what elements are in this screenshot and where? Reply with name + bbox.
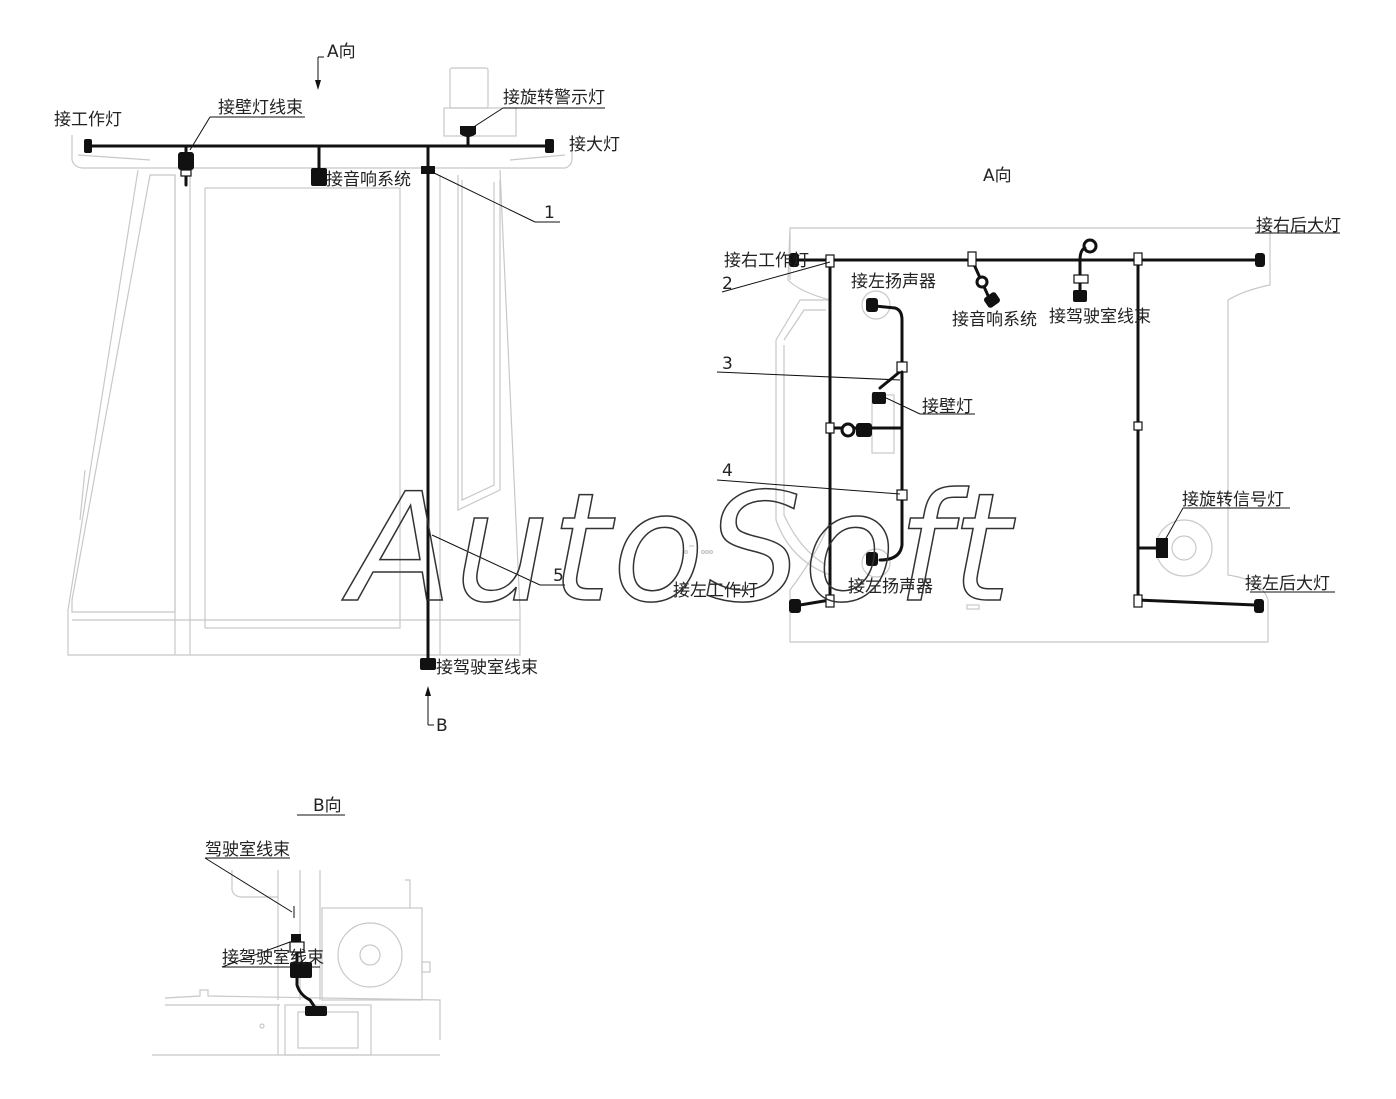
right-rear-headlamp-connector <box>1255 253 1265 267</box>
a-arrow-label: A向 <box>327 42 356 62</box>
audio-system-label-a: 接音响系统 <box>952 310 1037 330</box>
headlamp-label: 接大灯 <box>569 135 620 155</box>
work-lamp-connector <box>84 139 92 153</box>
rotary-signal-lamp-connector <box>1156 538 1168 558</box>
wall-lamp-harness-label: 接壁灯线束 <box>218 98 303 118</box>
left-work-lamp-label: 接左工作灯 <box>673 581 758 601</box>
b-view-harness <box>204 814 345 1016</box>
callout-2: 2 <box>722 274 733 294</box>
left-view-outline <box>67 67 573 656</box>
b-view-title: B向 <box>313 796 342 816</box>
audio-system-label: 接音响系统 <box>326 170 411 190</box>
arrow-a <box>315 56 324 90</box>
b-view-outline <box>152 870 441 1056</box>
cab-harness-connector-b <box>290 962 312 978</box>
b-arrow-label: B <box>436 716 448 736</box>
right-work-lamp-label: 接右工作灯 <box>724 251 809 271</box>
left-speaker-top-connector <box>866 298 878 312</box>
cab-harness-label: 接驾驶室线束 <box>436 658 538 678</box>
watermark: AutoSoft <box>342 462 1016 636</box>
callout-3: 3 <box>722 354 733 374</box>
arrow-b <box>425 686 434 726</box>
b-cab-harness-label: 驾驶室线束 <box>205 840 290 860</box>
b-connect-cab-harness-label: 接驾驶室线束 <box>222 948 324 968</box>
left-work-lamp-connector <box>789 599 801 613</box>
audio-connector <box>311 168 327 186</box>
a-view-title: A向 <box>983 166 1012 186</box>
headlamp-connector <box>545 139 554 153</box>
right-rear-headlamp-label: 接右后大灯 <box>1256 216 1341 236</box>
right-work-lamp-connector <box>789 253 799 267</box>
cab-harness-connector-a <box>1073 290 1087 302</box>
rotary-warning-lamp-label: 接旋转警示灯 <box>503 88 605 108</box>
left-speaker-top-label: 接左扬声器 <box>851 272 936 292</box>
callout-5: 5 <box>553 566 564 586</box>
left-rear-headlamp-label: 接左后大灯 <box>1245 574 1330 594</box>
left-speaker-bottom-connector <box>866 552 878 566</box>
wall-lamp-label: 接壁灯 <box>922 397 973 417</box>
audio-connector-a <box>984 292 1000 308</box>
cab-harness-label-a: 接驾驶室线束 <box>1049 307 1151 327</box>
callout-1: 1 <box>544 203 555 223</box>
work-lamp-label: 接工作灯 <box>54 110 122 130</box>
cab-harness-connector <box>420 658 436 670</box>
rotary-lamp-connector <box>460 126 476 137</box>
rotary-signal-lamp-label: 接旋转信号灯 <box>1182 490 1284 510</box>
harness-clip <box>421 166 435 174</box>
left-speaker-bottom-label: 接左扬声器 <box>848 577 933 597</box>
left-rear-headlamp-connector <box>1254 599 1264 613</box>
wall-lamp-harness-connector <box>178 152 194 170</box>
wall-lamp-connector <box>872 392 886 404</box>
left-view-harness <box>84 107 605 670</box>
a-view-harness <box>716 232 1340 613</box>
callout-4: 4 <box>722 461 733 481</box>
